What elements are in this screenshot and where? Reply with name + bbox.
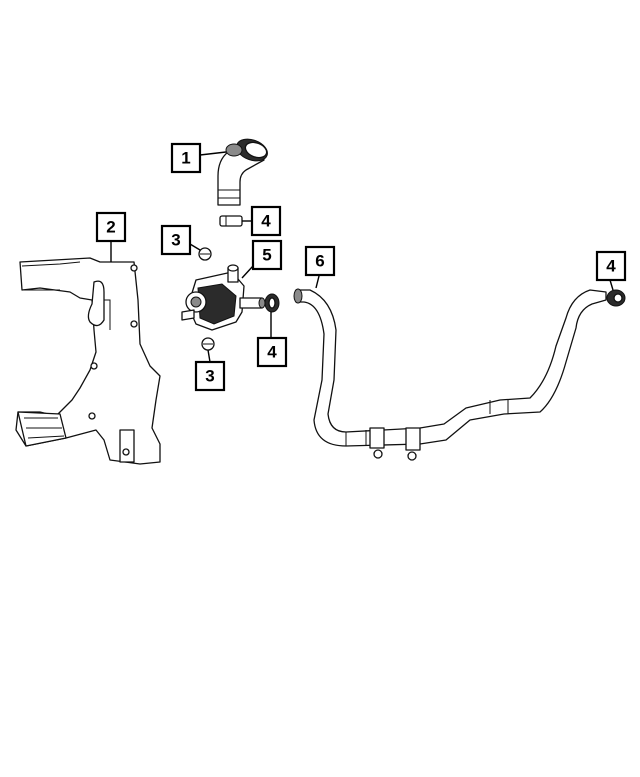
callout-6-label: 6 [315,252,324,271]
leader-4c [609,279,614,291]
callout-4-middle: 4 [256,336,288,368]
leader-3b [207,349,211,363]
callout-4-upper-label: 4 [261,212,271,231]
callout-3-lower-label: 3 [205,367,214,386]
hose-clamp-part-c [606,289,626,307]
coolant-hose-part [293,288,607,461]
callout-6: 6 [304,245,336,277]
callout-3-lower: 3 [194,360,226,392]
callout-1-label: 1 [181,149,190,168]
callout-3-upper: 3 [160,224,192,256]
leader-1 [199,151,227,156]
bolt-part-lower [201,337,215,351]
hose-clamp-part-a [219,215,243,227]
water-pump-part [181,264,266,331]
callout-1: 1 [170,142,202,174]
hose-clamp-part-b [264,293,280,313]
callout-4-upper: 4 [250,205,282,237]
leader-3a [189,243,201,251]
leader-5 [241,265,254,279]
callout-2: 2 [95,211,127,243]
callout-4-right: 4 [595,250,627,282]
callout-4-middle-label: 4 [267,343,277,362]
bolt-part-upper [198,247,212,261]
callout-4-right-label: 4 [606,257,616,276]
callout-5-label: 5 [262,246,271,265]
callout-5: 5 [251,239,283,271]
elbow-hose-part [217,138,268,206]
callout-2-label: 2 [106,218,115,237]
bracket-part [15,257,161,465]
callout-3-upper-label: 3 [171,231,180,250]
